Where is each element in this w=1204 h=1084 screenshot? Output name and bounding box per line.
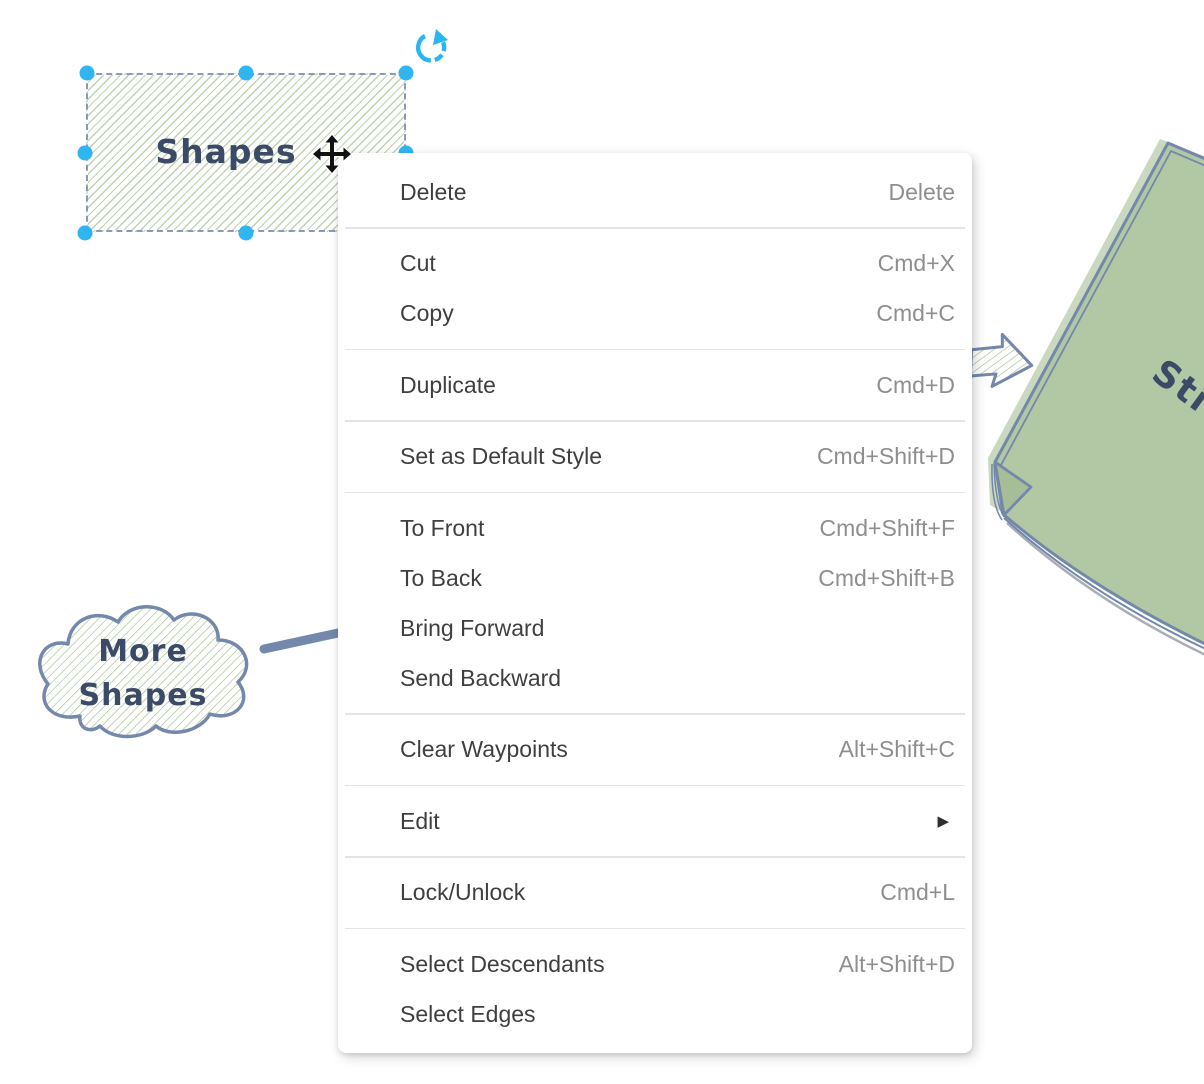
menu-item-label: Select Edges <box>400 1000 536 1027</box>
resize-handle-ne[interactable] <box>398 65 414 81</box>
menu-item-set-as-default-style[interactable]: Set as Default Style Cmd+Shift+D <box>338 432 972 482</box>
menu-item-send-backward[interactable]: Send Backward <box>338 653 972 703</box>
menu-item-duplicate[interactable]: Duplicate Cmd+D <box>338 360 972 410</box>
rotate-icon[interactable] <box>414 28 452 66</box>
menu-item-shortcut: Cmd+Shift+F <box>819 514 956 541</box>
sticky-note-shape[interactable] <box>988 139 1204 676</box>
menu-separator <box>345 927 965 929</box>
menu-item-shortcut: Cmd+Shift+B <box>818 564 955 591</box>
menu-item-copy[interactable]: Copy Cmd+C <box>338 289 972 339</box>
menu-item-shortcut: Cmd+L <box>880 879 955 905</box>
menu-item-shortcut: Cmd+C <box>876 300 955 326</box>
menu-separator <box>345 491 965 493</box>
resize-handle-n[interactable] <box>238 65 254 81</box>
menu-item-label: To Front <box>400 514 485 541</box>
menu-item-shortcut: Cmd+X <box>877 250 955 276</box>
menu-item-edit[interactable]: Edit ▶ <box>338 796 972 846</box>
context-menu: Delete Delete Cut Cmd+X Copy Cmd+C Dupli… <box>338 153 972 1053</box>
menu-separator <box>345 856 965 858</box>
menu-item-lock-unlock[interactable]: Lock/Unlock Cmd+L <box>338 868 972 918</box>
menu-item-to-front[interactable]: To Front Cmd+Shift+F <box>338 503 972 553</box>
resize-handle-sw[interactable] <box>77 225 93 241</box>
menu-separator <box>345 348 965 350</box>
menu-item-label: Send Backward <box>400 664 562 691</box>
menu-item-label: Clear Waypoints <box>400 736 568 762</box>
menu-item-bring-forward[interactable]: Bring Forward <box>338 603 972 653</box>
rectangle-shape-label: Shapes <box>155 132 297 171</box>
move-cursor-icon <box>311 133 353 175</box>
menu-separator <box>345 784 965 786</box>
connector-edge[interactable] <box>259 625 357 654</box>
menu-item-label: Select Descendants <box>400 950 605 977</box>
menu-item-label: Edit <box>400 807 440 834</box>
menu-item-shortcut: Cmd+Shift+D <box>816 443 955 469</box>
menu-item-select-edges[interactable]: Select Edges <box>338 989 972 1039</box>
resize-handle-nw[interactable] <box>79 65 95 81</box>
menu-item-shortcut: Alt+Shift+C <box>838 736 955 762</box>
resize-handle-s[interactable] <box>238 225 254 241</box>
block-arrow-shape[interactable] <box>966 330 1036 392</box>
menu-item-label: Delete <box>400 178 467 205</box>
menu-item-label: Set as Default Style <box>400 443 602 469</box>
menu-item-shortcut: Alt+Shift+D <box>838 950 955 977</box>
menu-item-label: To Back <box>400 564 482 591</box>
resize-handle-w[interactable] <box>77 145 93 161</box>
menu-item-clear-waypoints[interactable]: Clear Waypoints Alt+Shift+C <box>338 725 972 775</box>
menu-item-label: Bring Forward <box>400 614 545 641</box>
note-folded-corner <box>993 460 1033 517</box>
menu-item-label: Cut <box>400 250 436 276</box>
menu-item-cut[interactable]: Cut Cmd+X <box>338 239 972 289</box>
cloud-shape[interactable] <box>38 605 249 739</box>
cloud-shape-label: More Shapes <box>78 634 208 713</box>
menu-item-label: Copy <box>400 300 454 326</box>
menu-item-to-back[interactable]: To Back Cmd+Shift+B <box>338 553 972 603</box>
menu-item-shortcut: Cmd+D <box>876 371 955 398</box>
menu-item-label: Lock/Unlock <box>400 879 526 905</box>
menu-item-select-descendants[interactable]: Select Descendants Alt+Shift+D <box>338 939 972 989</box>
menu-item-label: Duplicate <box>400 371 496 398</box>
submenu-arrow-icon: ▶ <box>937 813 949 830</box>
menu-separator <box>345 227 965 229</box>
menu-item-delete[interactable]: Delete Delete <box>338 167 972 217</box>
menu-item-shortcut: Delete <box>888 178 955 205</box>
menu-separator <box>345 713 965 715</box>
menu-separator <box>345 420 965 422</box>
